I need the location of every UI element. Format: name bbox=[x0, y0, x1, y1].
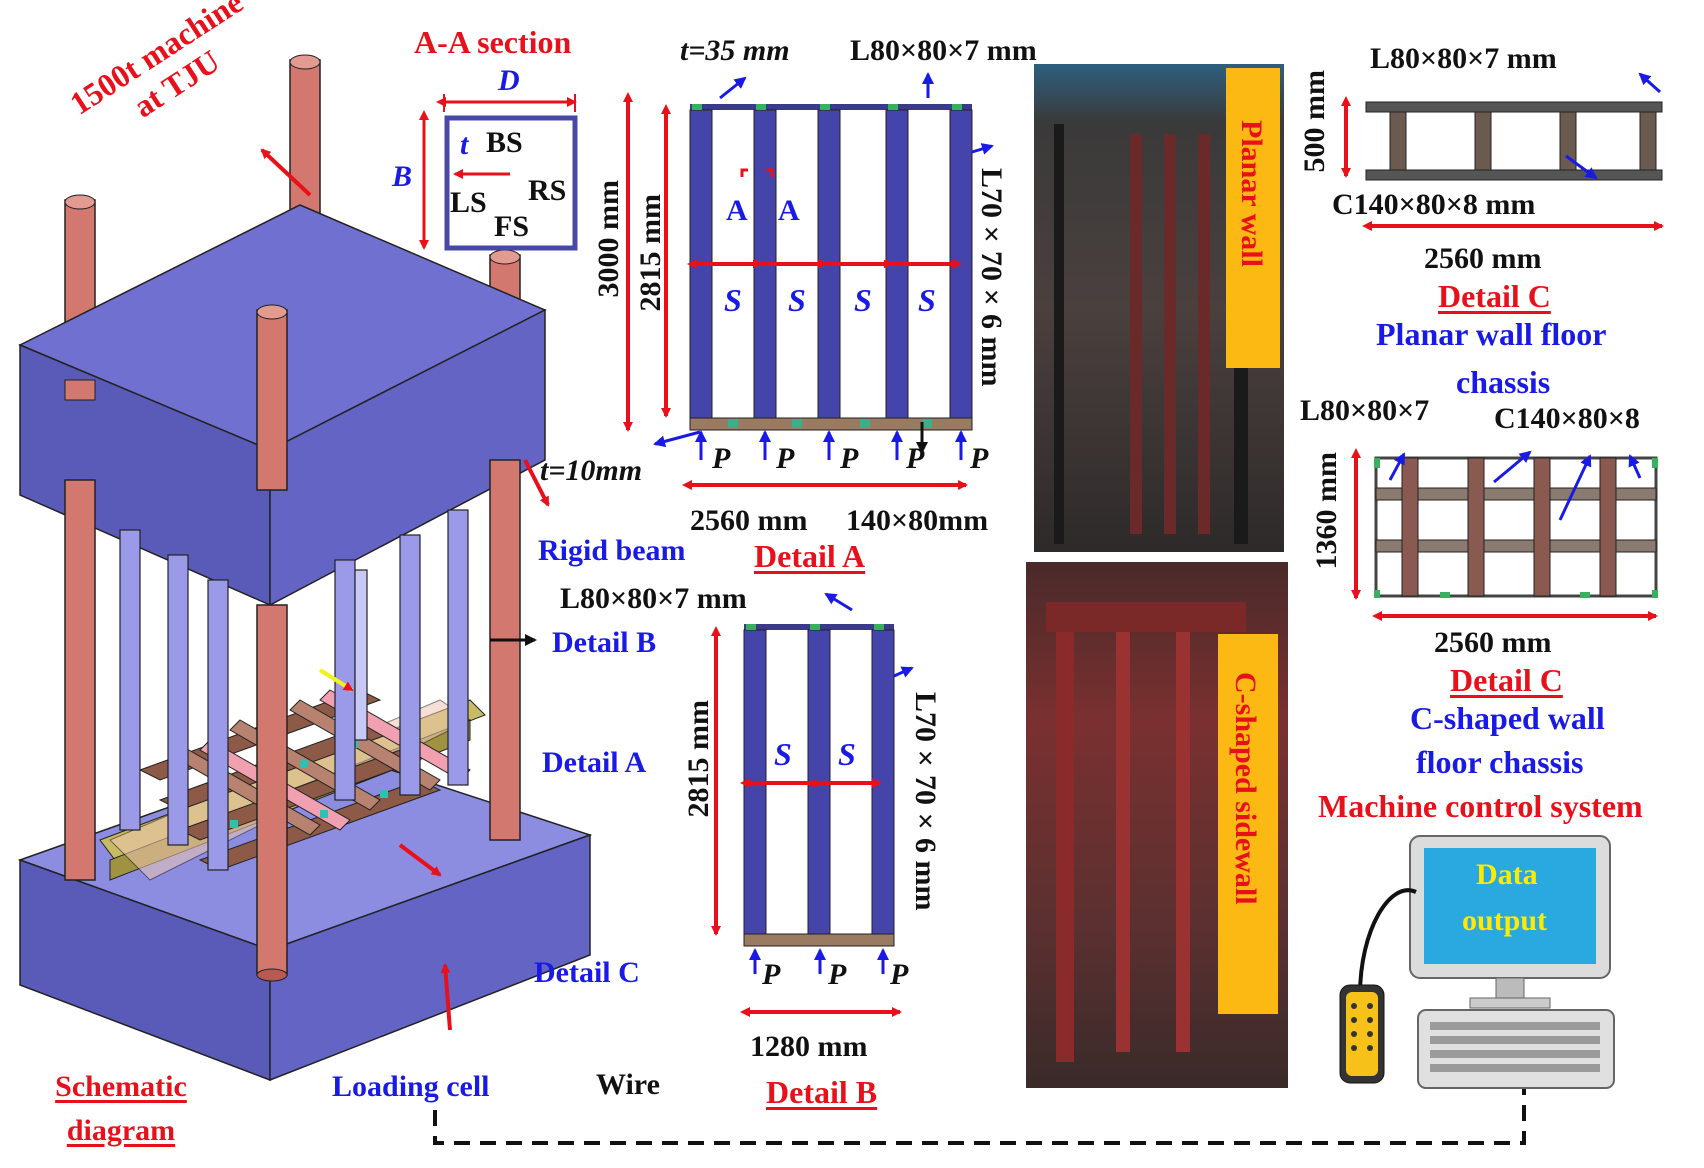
detail-b-spacing-1: S bbox=[774, 736, 792, 772]
screen-line-2: output bbox=[1462, 904, 1548, 937]
c-shaped-sidewall-tag bbox=[1218, 634, 1278, 1014]
column-bottom-right bbox=[489, 459, 521, 841]
detail-b-angle-top: L80×80×7 mm bbox=[560, 582, 747, 615]
section-drawing bbox=[419, 94, 578, 251]
section-title: A-A section bbox=[414, 24, 572, 60]
section-rs-label: RS bbox=[528, 174, 567, 207]
detail-a-load-3: P bbox=[840, 442, 859, 475]
detail-c-planar-angle: L80×80×7 mm bbox=[1370, 42, 1557, 75]
detail-b-caption: Detail B bbox=[766, 1074, 878, 1110]
section-ls-label: LS bbox=[450, 186, 487, 219]
stud-2 bbox=[167, 554, 189, 846]
detail-a-load-4: P bbox=[906, 442, 925, 475]
stud-6 bbox=[447, 509, 469, 786]
keyboard bbox=[1417, 1009, 1615, 1089]
detail-a-ref-label: Detail A bbox=[542, 746, 647, 779]
detail-a-spacing-1: S bbox=[724, 282, 742, 318]
detail-c-planar-height: 500 mm bbox=[1298, 70, 1331, 173]
schematic-drawing bbox=[17, 54, 1526, 1145]
detail-b-spacing-2: S bbox=[838, 736, 856, 772]
detail-c-planar-caption: Detail C bbox=[1438, 278, 1551, 314]
detail-a-section-mark-right: A bbox=[778, 194, 800, 227]
wire-line bbox=[433, 1085, 1526, 1145]
detail-c-planar-width: 2560 mm bbox=[1424, 242, 1542, 275]
detail-a-t-bottom: t=10mm bbox=[540, 454, 643, 487]
detail-c-planar-desc1: Planar wall floor bbox=[1376, 316, 1607, 352]
detail-b-ref-label: Detail B bbox=[552, 626, 657, 659]
detail-a-height-inner: 2815 mm bbox=[634, 194, 667, 312]
loading-cell-label: Loading cell bbox=[332, 1070, 490, 1103]
planar-wall-tag bbox=[1226, 68, 1280, 368]
detail-a-t-top: t=35 mm bbox=[680, 36, 790, 66]
column-bottom-front bbox=[256, 604, 288, 976]
detail-b-drawing bbox=[711, 592, 914, 1017]
detail-a-section-mark-left: A bbox=[726, 194, 748, 227]
wire-label: Wire bbox=[596, 1068, 660, 1101]
detail-c-cshape-angle: L80×80×7 bbox=[1300, 394, 1430, 427]
detail-b-angle-side: L70×70×6 mm bbox=[909, 692, 942, 911]
section-fs-label: FS bbox=[494, 210, 530, 243]
detail-c-planar-desc2: chassis bbox=[1456, 364, 1551, 400]
detail-c-planar-channel: C140×80×8 mm bbox=[1332, 188, 1536, 221]
detail-c-cshape-desc2: floor chassis bbox=[1416, 744, 1584, 780]
section-b-label: B bbox=[392, 160, 413, 193]
schematic-caption: Schematic diagram bbox=[55, 1070, 187, 1147]
detail-c-cshape-width: 2560 mm bbox=[1434, 626, 1552, 659]
detail-a-angle-side: L70×70×6 mm bbox=[975, 168, 1008, 387]
column-bottom-left bbox=[64, 479, 96, 881]
detail-a-channel: 140×80mm bbox=[846, 504, 989, 537]
detail-a-load-2: P bbox=[776, 442, 795, 475]
detail-b-height: 2815 mm bbox=[682, 700, 715, 818]
detail-b-width: 1280 mm bbox=[750, 1030, 868, 1063]
detail-c-cshape-channel: C140×80×8 bbox=[1494, 402, 1640, 435]
planar-wall-label: Planar wall bbox=[1235, 120, 1268, 267]
detail-a-spacing-3: S bbox=[854, 282, 872, 318]
detail-b-load-1: P bbox=[762, 958, 781, 991]
control-system-drawing bbox=[1339, 835, 1615, 1089]
screen-line-1: Data bbox=[1476, 858, 1538, 891]
detail-a-width: 2560 mm bbox=[690, 504, 808, 537]
detail-b-load-3: P bbox=[890, 958, 909, 991]
control-system-title: Machine control system bbox=[1318, 788, 1643, 824]
detail-a-spacing-2: S bbox=[788, 282, 806, 318]
stud-1 bbox=[119, 529, 141, 831]
bottom-slab-right bbox=[269, 833, 591, 1082]
stud-7 bbox=[354, 569, 368, 741]
stud-5 bbox=[399, 534, 421, 796]
top-slab-right bbox=[269, 308, 546, 607]
section-t-label: t bbox=[460, 128, 469, 161]
detail-c-cshape-height: 1360 mm bbox=[1310, 452, 1343, 570]
detail-c-planar-drawing bbox=[1341, 72, 1664, 231]
detail-a-load-1: P bbox=[712, 442, 731, 475]
detail-c-cshape-caption: Detail C bbox=[1450, 662, 1563, 698]
column-top-front bbox=[256, 309, 288, 491]
planar-wall-photo bbox=[1034, 64, 1284, 552]
detail-a-spacing-4: S bbox=[918, 282, 936, 318]
detail-a-t-top-text: t=35 mm bbox=[680, 34, 790, 67]
detail-c-cshape-drawing bbox=[1351, 448, 1658, 621]
detail-a-caption: Detail A bbox=[754, 538, 866, 574]
c-shaped-sidewall-label: C-shaped sidewall bbox=[1229, 672, 1262, 905]
detail-a-load-5: P bbox=[970, 442, 989, 475]
stud-3 bbox=[207, 579, 229, 871]
detail-a-angle-top: L80×80×7 mm bbox=[850, 34, 1037, 67]
section-bs-label: BS bbox=[486, 126, 523, 159]
section-d-label: D bbox=[498, 64, 520, 97]
detail-c-ref-label: Detail C bbox=[534, 956, 640, 989]
detail-b-load-2: P bbox=[828, 958, 847, 991]
section-box bbox=[444, 115, 578, 251]
rigid-beam-label: Rigid beam bbox=[538, 534, 686, 567]
detail-a-drawing bbox=[623, 72, 994, 490]
detail-c-cshape-desc1: C-shaped wall bbox=[1410, 700, 1605, 736]
detail-a-height-outer: 3000 mm bbox=[592, 180, 625, 298]
